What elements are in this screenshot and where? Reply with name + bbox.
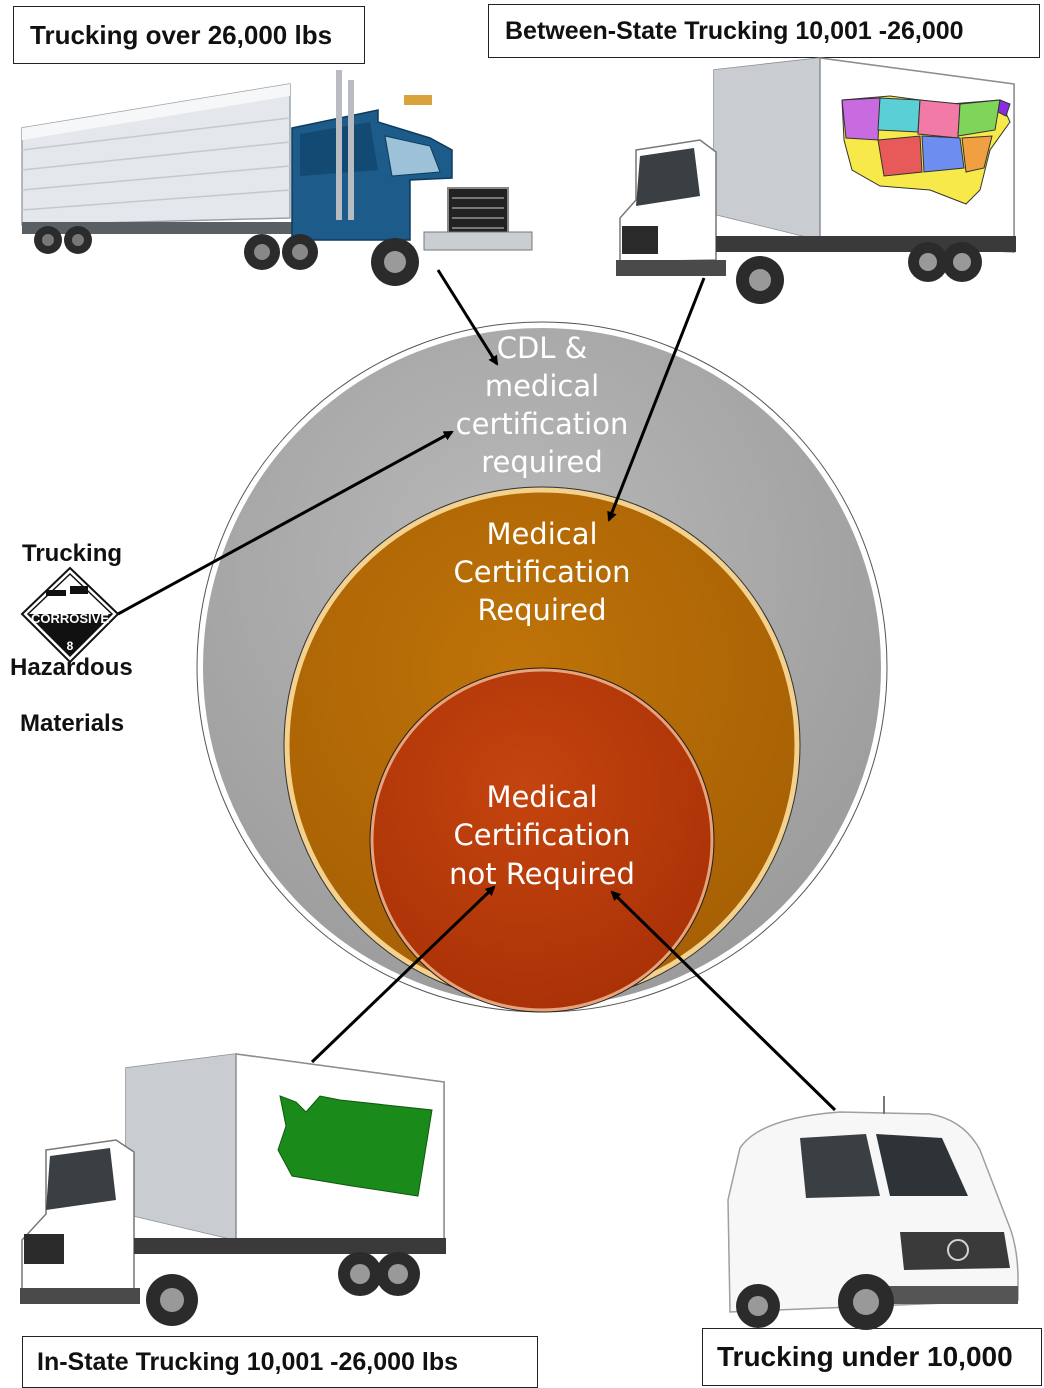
washington-map-graphic [277, 1095, 433, 1197]
arrow-interstate-to-medical [607, 277, 706, 522]
outer-text-line-2: medical [485, 369, 599, 403]
semi-truck-icon [21, 70, 533, 286]
hazmat-label-trucking: Trucking [22, 540, 123, 567]
outer-text-line-3: certification [456, 407, 629, 441]
circle-inner-not-required [369, 667, 715, 1013]
inner-text-line-2: Certification [454, 818, 631, 852]
placard-text: CORROSIVE [31, 611, 109, 626]
placard-number: 8 [67, 639, 74, 653]
arrow-semi-to-cdl [436, 269, 499, 366]
hazmat-label-materials: Materials [20, 710, 125, 737]
middle-text-line-3: Required [477, 593, 606, 627]
outer-text-line-4: required [481, 445, 603, 479]
outer-text-line-1: CDL & [497, 331, 588, 365]
label-trucking-under-10000: Trucking under 10,000 [702, 1328, 1042, 1386]
box-truck-usa-map-icon [616, 57, 1016, 304]
cargo-van-icon [727, 1096, 1019, 1330]
usa-map-graphic [841, 95, 1011, 205]
inner-text-line-3: not Required [449, 857, 635, 891]
corrosive-placard-icon: CORROSIVE 8 [20, 566, 120, 664]
label-in-state-trucking: In-State Trucking 10,001 -26,000 lbs [22, 1336, 538, 1388]
label-trucking-over-26000: Trucking over 26,000 lbs [13, 6, 365, 64]
arrow-van-to-not-required [610, 890, 837, 1112]
label-between-state-trucking: Between-State Trucking 10,001 -26,000 [488, 4, 1040, 58]
middle-text-line-2: Certification [454, 555, 631, 589]
middle-text-line-1: Medical [486, 517, 597, 551]
arrow-hazmat-to-cdl [117, 430, 454, 616]
inner-text-line-1: Medical [486, 780, 597, 814]
arrow-instate-to-not-required [310, 885, 496, 1064]
box-truck-washington-map-icon [20, 1053, 446, 1326]
